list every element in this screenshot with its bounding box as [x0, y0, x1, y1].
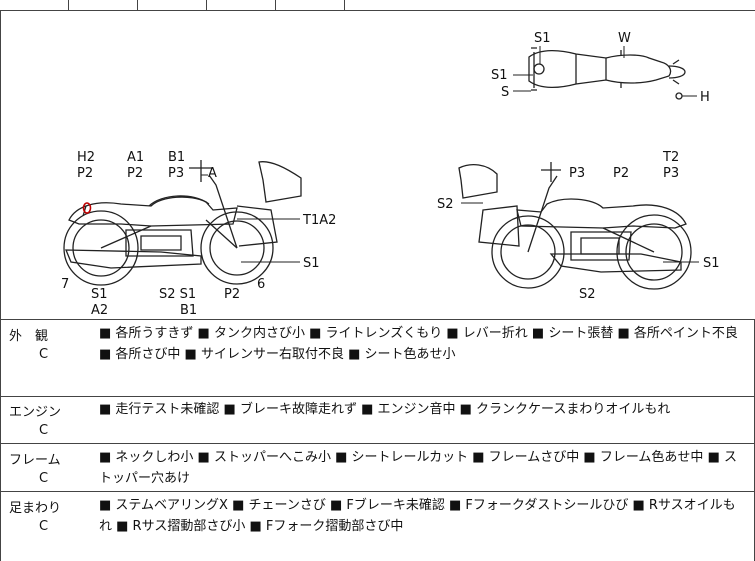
label-6: 6 — [257, 277, 265, 292]
condition-notes: ■ ネックしわ小 ■ ストッパーへこみ小 ■ シートレールカット ■ フレームさ… — [99, 450, 737, 486]
category-label: フレーム — [9, 453, 61, 468]
label-a: A — [208, 166, 217, 181]
label-p3: P3 — [663, 166, 679, 181]
grade-label: C — [39, 347, 49, 362]
label-s1: S1 — [491, 68, 508, 83]
label-h2: H2 — [77, 150, 95, 165]
header-cell — [0, 0, 69, 10]
left-view-motorcycle — [63, 160, 302, 286]
leader-lines — [201, 46, 699, 263]
label-p2: P2 — [224, 287, 240, 302]
category-label: 外 観 — [9, 329, 49, 344]
label-s2: S2 — [579, 287, 596, 302]
label-7: 7 — [61, 277, 69, 292]
label-p2: P2 — [127, 166, 143, 181]
condition-notes: ■ 走行テスト未確認 ■ ブレーキ故障走れず ■ エンジン音中 ■ クランクケー… — [99, 402, 671, 417]
label-p3: P3 — [569, 166, 585, 181]
condition-notes: ■ ステムベアリングX ■ チェーンさび ■ Fブレーキ未確認 ■ Fフォークダ… — [99, 498, 736, 534]
category-cell: 足まわり C — [1, 500, 89, 536]
damage-diagram: S1 W S1 S H H2 P2 A1 P2 B1 P3 A T1A2 S1 … — [0, 10, 755, 319]
label-w: W — [618, 31, 631, 46]
label-b1: B1 — [180, 303, 197, 318]
label-s: S — [501, 85, 509, 100]
category-cell: フレーム C — [1, 452, 89, 488]
label-h: H — [700, 90, 710, 105]
condition-row-suspension: 足まわり C ■ ステムベアリングX ■ チェーンさび ■ Fブレーキ未確認 ■… — [0, 492, 755, 561]
grade-label: C — [39, 471, 49, 486]
label-s1: S1 — [703, 256, 720, 271]
header-cell — [276, 0, 345, 10]
label-a2: A2 — [91, 303, 108, 318]
label-a1: A1 — [127, 150, 144, 165]
top-view-motorcycle — [528, 47, 686, 100]
category-label: エンジン — [9, 405, 62, 420]
label-s2: S2 — [437, 197, 454, 212]
damage-mark-red — [82, 202, 92, 214]
label-b1: B1 — [168, 150, 185, 165]
condition-row-frame: フレーム C ■ ネックしわ小 ■ ストッパーへこみ小 ■ シートレールカット … — [0, 444, 755, 492]
header-strip — [0, 0, 755, 11]
label-s1: S1 — [303, 256, 320, 271]
right-view-motorcycle — [458, 162, 692, 290]
category-cell: 外 観 C — [1, 328, 89, 364]
label-s2-s1: S2 S1 — [159, 287, 196, 302]
header-cell — [69, 0, 138, 10]
category-cell: エンジン C — [1, 404, 89, 440]
category-label: 足まわり — [9, 501, 62, 516]
header-cell — [138, 0, 207, 10]
label-s1: S1 — [91, 287, 108, 302]
grade-label: C — [39, 423, 49, 438]
condition-row-exterior: 外 観 C ■ 各所うすきず ■ タンク内さび小 ■ ライトレンズくもり ■ レ… — [0, 319, 755, 397]
label-p2: P2 — [77, 166, 93, 181]
label-t2: T2 — [662, 150, 679, 165]
header-cell — [207, 0, 276, 10]
condition-row-engine: エンジン C ■ 走行テスト未確認 ■ ブレーキ故障走れず ■ エンジン音中 ■… — [0, 396, 755, 444]
condition-notes: ■ 各所うすきず ■ タンク内さび小 ■ ライトレンズくもり ■ レバー折れ ■… — [99, 326, 738, 362]
label-p3: P3 — [168, 166, 184, 181]
label-s1: S1 — [534, 31, 551, 46]
label-t1a2: T1A2 — [302, 213, 336, 228]
label-p2: P2 — [613, 166, 629, 181]
motorcycle-diagram: S1 W S1 S H H2 P2 A1 P2 B1 P3 A T1A2 S1 … — [61, 31, 720, 318]
grade-label: C — [39, 519, 49, 534]
